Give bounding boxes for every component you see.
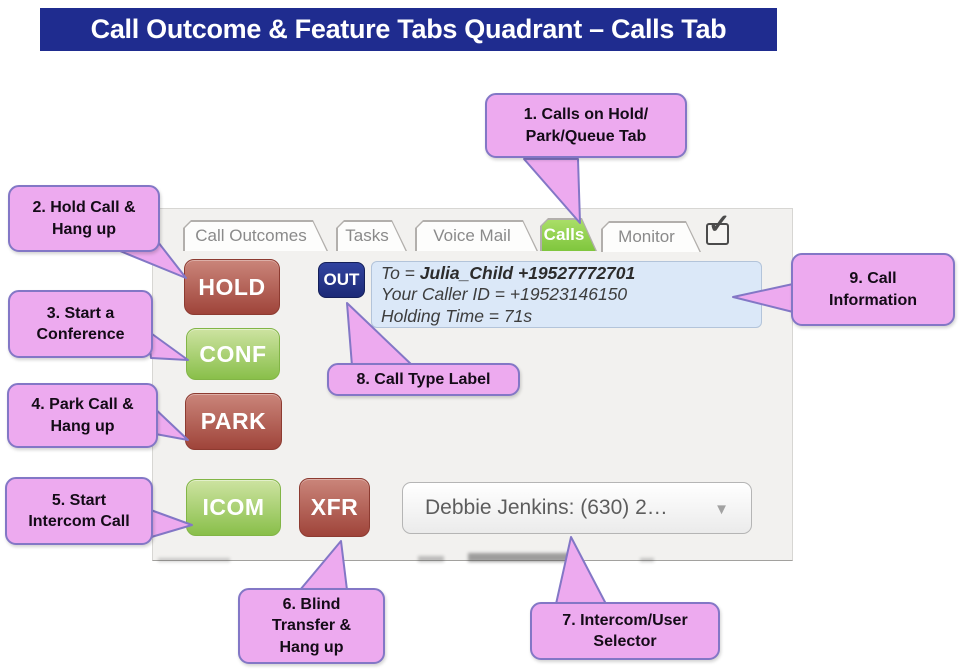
to-prefix: To = [381,263,420,283]
tab-monitor-fill: Monitor [603,223,700,253]
call-type-badge: OUT [318,262,365,298]
tab-calls-fill: Calls [542,220,596,252]
page-title: Call Outcome & Feature Tabs Quadrant – C… [40,8,777,51]
dropdown-caret-icon: ▼ [714,501,729,518]
callout-7-user-selector: 7. Intercom/User Selector [530,602,720,660]
call-info-holding-time-line: Holding Time = 71s [381,305,533,326]
icom-button-label: ICOM [202,494,265,520]
page-title-text: Call Outcome & Feature Tabs Quadrant – C… [90,14,727,44]
tab-monitor[interactable]: Monitor [601,221,701,252]
user-selector-dropdown[interactable]: Debbie Jenkins: (630) 2… ▼ [402,482,752,534]
tab-tasks[interactable]: Tasks [336,220,407,251]
tab-tasks-fill: Tasks [338,222,406,252]
tabs-settings-checkbox[interactable]: ✓ [706,211,731,245]
call-info-box: To = Julia_Child +19527772701 Your Calle… [371,261,762,328]
xfr-button[interactable]: XFR [299,478,370,537]
artifact-smudge [418,556,444,562]
callout-2-hold: 2. Hold Call & Hang up [8,185,160,252]
checkmark-icon: ✓ [708,209,731,239]
tab-tasks-label: Tasks [345,226,389,246]
callout-4-park: 4. Park Call & Hang up [7,383,158,448]
hold-button-label: HOLD [198,273,266,300]
to-value: Julia_Child +19527772701 [419,263,636,283]
callout-9-call-info: 9. Call Information [791,253,955,326]
artifact-smudge [640,558,654,562]
callout-5-intercom: 5. Start Intercom Call [5,477,153,545]
tab-voice-mail-label: Voice Mail [433,226,511,246]
artifact-smudge [158,558,230,562]
callout-3-conference: 3. Start a Conference [8,290,153,358]
conf-button[interactable]: CONF [186,328,280,380]
call-type-badge-label: OUT [323,270,360,289]
tab-monitor-label: Monitor [618,227,675,247]
callout-1-calls-tab: 1. Calls on Hold/ Park/Queue Tab [485,93,687,158]
tab-call-outcomes-label: Call Outcomes [195,226,307,246]
xfr-button-label: XFR [310,494,359,520]
artifact-smudge [468,553,573,562]
conf-button-label: CONF [199,340,267,367]
user-selector-value: Debbie Jenkins: (630) 2… [425,496,668,519]
call-info-caller-id-line: Your Caller ID = +19523146150 [381,284,628,305]
park-button[interactable]: PARK [185,393,282,450]
hold-button[interactable]: HOLD [184,259,280,315]
tab-call-outcomes-fill: Call Outcomes [185,222,327,252]
park-button-label: PARK [200,408,267,434]
callout-6-blind-transfer: 6. Blind Transfer & Hang up [238,588,385,664]
tab-voice-mail-fill: Voice Mail [417,222,537,252]
tab-calls-label: Calls [543,225,585,245]
callout-8-call-type: 8. Call Type Label [327,363,520,396]
tab-call-outcomes[interactable]: Call Outcomes [183,220,328,251]
tab-voice-mail[interactable]: Voice Mail [415,220,538,251]
icom-button[interactable]: ICOM [186,479,281,536]
call-info-to-line: To = Julia_Child +19527772701 [381,263,752,284]
